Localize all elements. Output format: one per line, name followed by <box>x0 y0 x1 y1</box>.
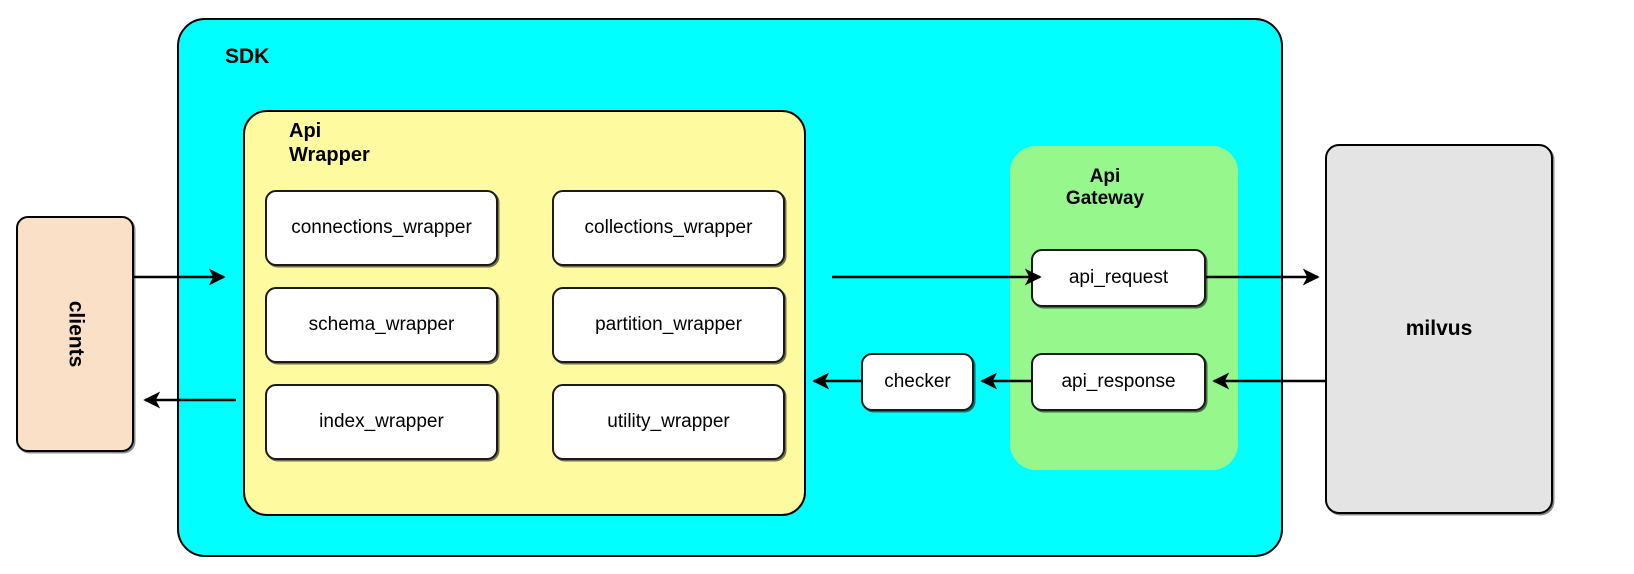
node-partition-wrapper[interactable]: partition_wrapper <box>552 287 785 363</box>
node-clients-label: clients <box>64 300 87 368</box>
node-partition-wrapper-label: partition_wrapper <box>595 314 742 335</box>
node-collections-wrapper[interactable]: collections_wrapper <box>552 190 785 266</box>
node-clients[interactable]: clients <box>16 216 134 452</box>
api-gateway-container: Api Gateway <box>1010 146 1238 470</box>
node-milvus-label: milvus <box>1405 317 1473 340</box>
api-gateway-label: Api Gateway <box>1065 166 1145 210</box>
node-milvus[interactable]: milvus <box>1325 144 1553 514</box>
node-index-wrapper[interactable]: index_wrapper <box>265 384 498 460</box>
node-api-request-label: api_request <box>1068 267 1169 288</box>
node-api-response-label: api_response <box>1061 371 1176 392</box>
node-api-request[interactable]: api_request <box>1031 249 1206 307</box>
api-wrapper-label: Api Wrapper <box>289 120 370 166</box>
node-utility-wrapper[interactable]: utility_wrapper <box>552 384 785 460</box>
node-checker-label: checker <box>884 371 951 392</box>
node-utility-wrapper-label: utility_wrapper <box>607 411 730 432</box>
node-checker[interactable]: checker <box>861 353 974 411</box>
node-schema-wrapper-label: schema_wrapper <box>308 314 455 335</box>
node-collections-wrapper-label: collections_wrapper <box>584 217 753 238</box>
node-connections-wrapper[interactable]: connections_wrapper <box>265 190 498 266</box>
sdk-label: SDK <box>225 45 270 68</box>
node-connections-wrapper-label: connections_wrapper <box>291 217 472 238</box>
node-schema-wrapper[interactable]: schema_wrapper <box>265 287 498 363</box>
node-index-wrapper-label: index_wrapper <box>319 411 444 432</box>
node-api-response[interactable]: api_response <box>1031 353 1206 411</box>
